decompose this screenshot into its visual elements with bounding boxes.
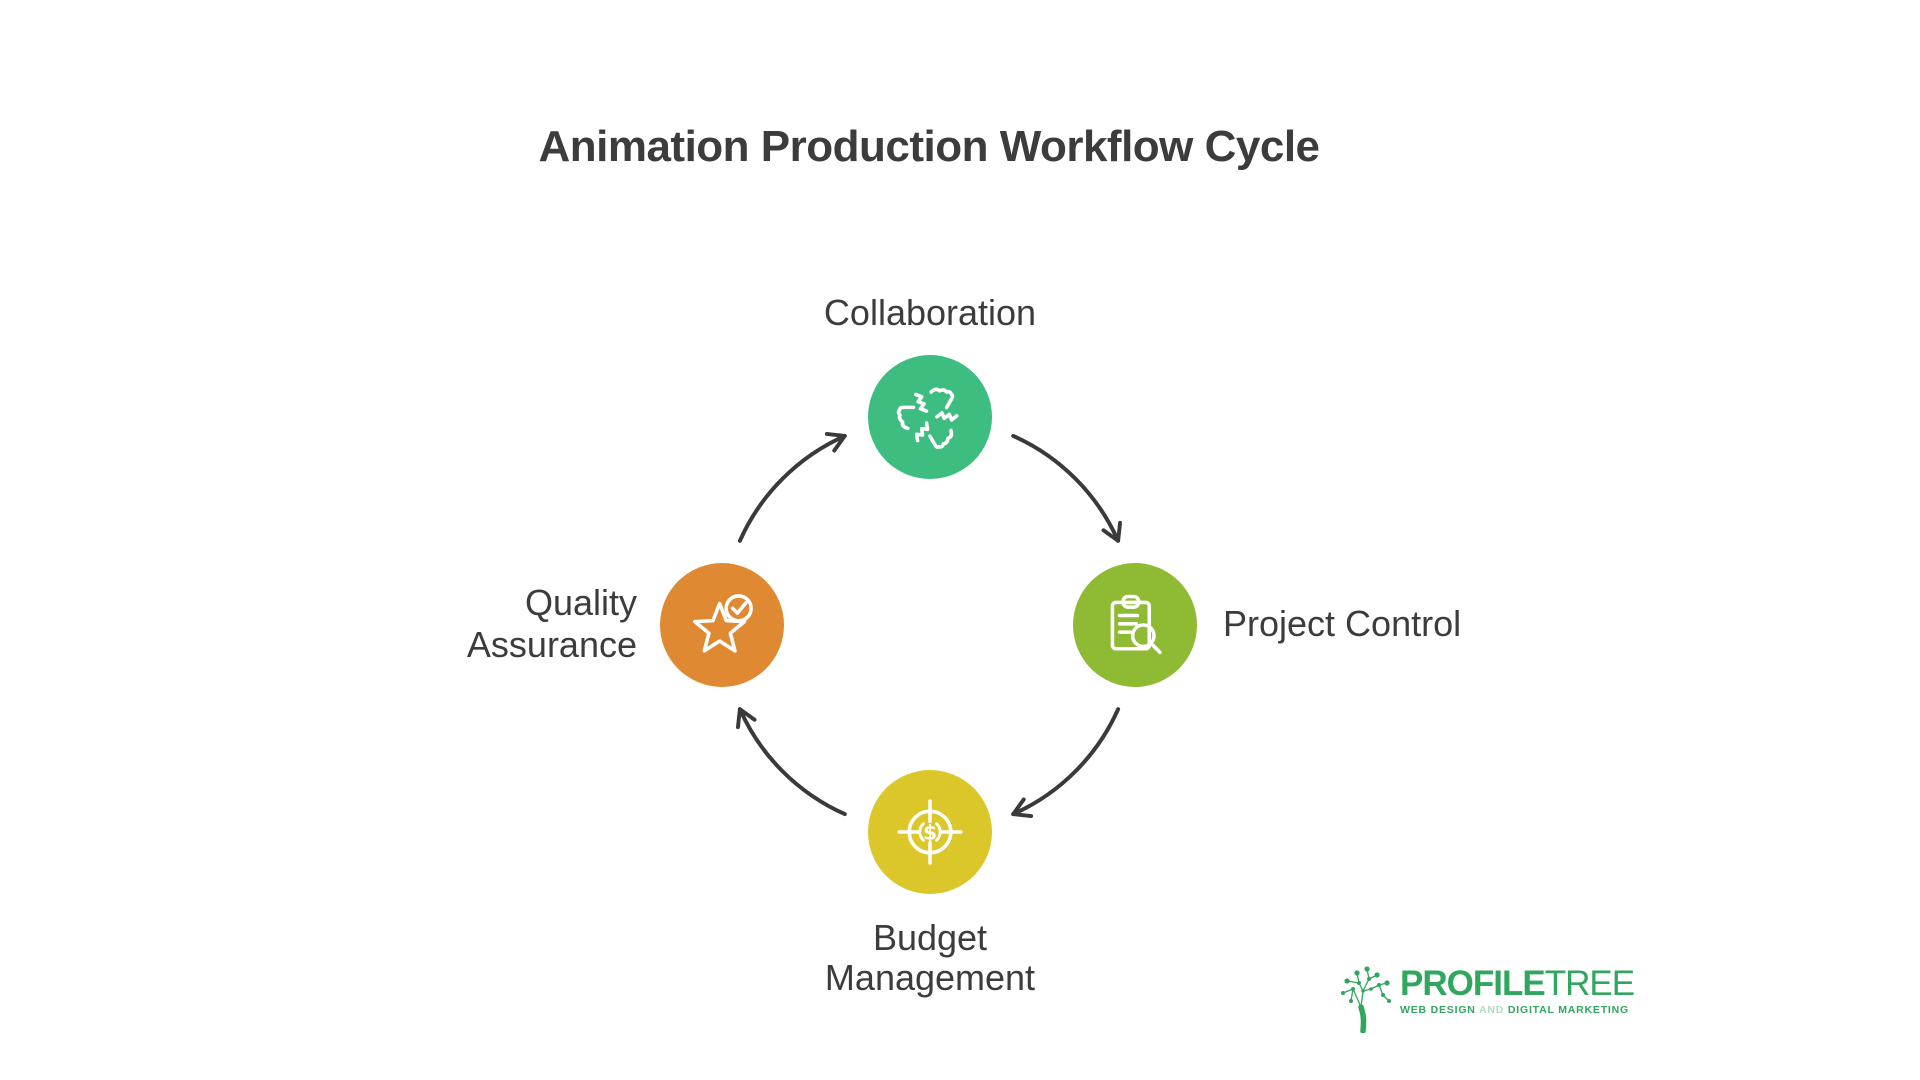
tagline-web-design: WEB DESIGN — [1400, 1004, 1476, 1016]
logo-wordmark: PROFILETREE — [1400, 964, 1635, 1003]
label-collaboration: Collaboration — [823, 292, 1037, 333]
tagline-digital-marketing: DIGITAL MARKETING — [1507, 1004, 1629, 1016]
dollar-target-icon: $ — [897, 799, 963, 865]
logo-wordmark-profile: PROFILE — [1400, 964, 1546, 1003]
arrow-budget-management-to-quality-assurance — [735, 707, 847, 817]
node-collaboration — [868, 355, 992, 479]
svg-text:$: $ — [923, 821, 937, 845]
arrow-quality-assurance-to-collaboration — [737, 431, 847, 543]
logo-wordmark-tree: TREE — [1544, 964, 1635, 1003]
logo-tagline: WEB DESIGN AND DIGITAL MARKETING — [1400, 1004, 1634, 1016]
node-project-control — [1073, 563, 1197, 687]
tagline-and: AND — [1479, 1004, 1505, 1016]
star-check-icon — [693, 594, 753, 653]
label-quality-assurance: Quality Assurance — [466, 582, 637, 665]
label-project-control: Project Control — [1223, 603, 1462, 644]
profiletree-logo: PROFILETREE WEB DESIGN AND DIGITAL MARKE… — [1337, 961, 1635, 1033]
tree-network-icon — [1341, 966, 1391, 1033]
arrow-project-control-to-budget-management — [1011, 707, 1121, 819]
handshake-icon — [896, 387, 959, 449]
node-budget-management: $ — [868, 770, 992, 894]
page-title: Animation Production Workflow Cycle — [538, 122, 1320, 172]
clipboard-search-icon — [1110, 594, 1162, 655]
arrow-collaboration-to-project-control — [1011, 433, 1123, 543]
label-budget-management: Budget Management — [824, 917, 1036, 998]
node-quality-assurance — [660, 563, 784, 687]
